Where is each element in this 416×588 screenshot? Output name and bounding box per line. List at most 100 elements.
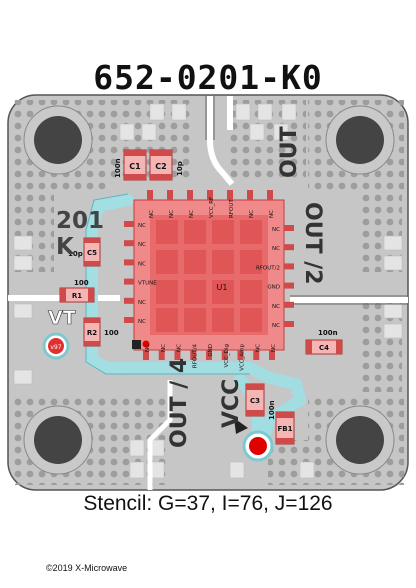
ic-pin-pad: [269, 350, 275, 360]
ic-pin-label: VTUNE: [138, 281, 157, 287]
ic-pin-pad: [284, 225, 294, 231]
c1-value: 100n: [114, 158, 122, 178]
component-c1: C1: [123, 149, 147, 181]
copper-pads: [13, 103, 403, 479]
ic-pin-label: NC: [272, 323, 280, 329]
rf-traces: [8, 96, 408, 490]
ic-pin-label: NC: [138, 261, 146, 267]
ic-pin-pad: [221, 350, 228, 360]
fb1-label: FB1: [278, 425, 293, 433]
ic-pin-label: NC: [271, 344, 277, 352]
ic-pin-label: NC: [255, 344, 261, 352]
ic-pin-pad: [237, 350, 244, 360]
ic-pin-label: RFOUT/2: [256, 265, 280, 271]
r2-label: R2: [87, 329, 97, 337]
c2-label: C2: [155, 162, 166, 171]
component-r2: R2: [83, 317, 101, 347]
ic-pin-pad: [206, 350, 212, 360]
ic-pin-label: NC: [138, 300, 146, 306]
test-point-vt: v97: [42, 332, 70, 360]
ic-pin-label: NC: [177, 344, 183, 352]
ic-pin-pad: [267, 190, 273, 200]
ic-pin-pad: [284, 244, 294, 251]
port-out4-label: OUT / 4: [167, 358, 192, 448]
ic-pin-pad: [124, 278, 134, 285]
port-out-label: OUT: [277, 126, 302, 178]
ic-pin-label: RFOUT/4: [192, 344, 198, 369]
page-title: 652-0201-K0: [93, 58, 323, 97]
pin1-marker: [132, 340, 141, 349]
ic-pin-pad: [187, 190, 193, 200]
ic-pin-label: NC: [269, 210, 275, 218]
vcc-arrow: [234, 418, 248, 434]
ic-pin-pad: [284, 263, 294, 270]
ic-pin-label: NC: [189, 210, 195, 218]
port-out2-label: OUT /2: [300, 202, 325, 285]
ic-pin-pad: [227, 190, 233, 200]
ic-pin-pad: [124, 259, 134, 266]
ic-pin-label: NC: [249, 210, 255, 218]
ic-pin-pad: [284, 282, 294, 289]
ic-pin-label: NC: [138, 223, 146, 229]
component-c2: C2: [149, 149, 173, 181]
ic-pin-pad: [147, 190, 153, 200]
c3-label: C3: [250, 397, 260, 405]
ic-pin-label: NC: [272, 227, 280, 233]
ic-pin-pad: [284, 321, 294, 327]
r2-value: 100: [104, 329, 119, 337]
ic-pin-label: VCC_Dig: [224, 344, 230, 367]
ic-pin-pad: [124, 317, 134, 323]
ic-pin-label: NC: [272, 246, 280, 252]
port-vcc-label: VCC: [219, 379, 244, 428]
c3-value: 100n: [268, 400, 276, 420]
c5-value: 10p: [68, 250, 83, 258]
vcc-pad: [242, 430, 274, 462]
ic-pin-label: NC: [149, 210, 155, 218]
pin1-dot: [142, 340, 150, 348]
ic-pin-label: RFOUT: [229, 199, 235, 218]
ic-pin-label: VCC_RF: [209, 197, 215, 218]
ic-pin-pad: [167, 190, 173, 200]
component-c4: C4: [305, 339, 343, 355]
marking-line2: K: [56, 234, 75, 260]
c4-label: C4: [319, 344, 329, 352]
port-vt-label: VT: [48, 307, 76, 329]
stencil-spec: Stencil: G=37, I=76, J=126: [83, 492, 333, 515]
ic-pin-pad: [253, 350, 260, 360]
ic-pin-label: NC: [272, 304, 280, 310]
ic-pin-pad: [247, 190, 253, 200]
ic-pin-label: VCC_Amp: [240, 343, 246, 370]
c4-value: 100n: [318, 329, 338, 337]
ic-pin-pad: [190, 350, 197, 360]
component-fb1: FB1: [275, 411, 295, 445]
ic-pin-label: NC: [169, 210, 175, 218]
r1-label: R1: [72, 292, 82, 300]
ic-pin-label: NC: [145, 344, 151, 352]
mounting-holes: [23, 105, 395, 475]
ic-pin-label: NC: [138, 319, 146, 325]
ic-pin-pad: [124, 221, 134, 227]
component-r1: R1: [59, 287, 95, 303]
ic-pin-label: GND: [267, 285, 280, 291]
ic-pin-label: GND: [208, 344, 214, 357]
ic-pin-pad: [143, 350, 149, 360]
c2-value: 10p: [176, 161, 184, 176]
marking-line1: 201: [56, 208, 104, 234]
c5-label: C5: [87, 249, 97, 257]
rf-trace-edges: [205, 96, 408, 305]
ic-pin-pad: [174, 350, 181, 360]
ic-pin-pad: [158, 350, 165, 360]
c1-label: C1: [129, 162, 141, 171]
ic-top-pins: NC NC NC VCC_RF RFOUT NC NC: [147, 190, 275, 218]
component-c5: C5: [83, 237, 101, 267]
ic-pin-pad: [124, 297, 134, 304]
ic-pin-pad: [284, 301, 294, 308]
ic-pin-pad: [124, 240, 134, 247]
ic-label: U1: [217, 283, 228, 292]
copyright-notice: ©2019 X-Microwave: [46, 563, 128, 573]
